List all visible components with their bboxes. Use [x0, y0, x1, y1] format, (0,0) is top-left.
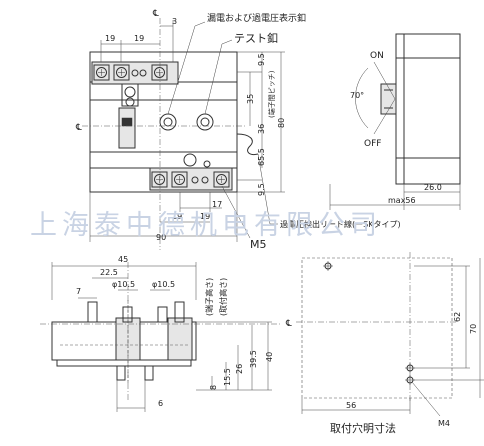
front-view-callouts: 漏電および過電圧表示釦 テスト釦 過電圧検出リード線(ーSKタイプ) M5 — [167, 12, 401, 251]
dim-bottom-22-5: 22.5 — [100, 268, 118, 277]
bottom-centerline-mark: ℄ — [285, 319, 292, 329]
dim-front-top-3: 3 — [172, 17, 177, 26]
dim-bottom-h-40: 40 — [265, 352, 274, 362]
dim-bottom-phi-b: φ10.5 — [152, 280, 175, 289]
mounting-outline — [301, 257, 453, 399]
dim-front-bottom-17: 17 — [212, 200, 222, 209]
lever-off-label: OFF — [364, 139, 381, 149]
label-mounting-height: (取付高さ) — [218, 278, 228, 316]
leak-indicator-button — [159, 113, 177, 131]
dim-front-top-19b: 19 — [134, 34, 144, 43]
dim-bottom-6: 6 — [158, 399, 163, 408]
dim-front-bottom-19b: 19 — [200, 212, 210, 221]
callout-m5: M5 — [250, 238, 267, 251]
bottom-terminal-right — [167, 317, 193, 361]
dim-front-top-19a: 19 — [105, 34, 115, 43]
front-view: ℄ ℄ — [75, 9, 259, 250]
bottom-view: ℄ 45 22.5 φ10.5 φ10.5 7 (端子高さ) (取付高さ) 40… — [40, 255, 292, 412]
dim-front-right-9-5: 9.5 — [257, 53, 266, 66]
mounting-hole-view: 62 70 56 M4 取付穴明寸法 — [296, 252, 484, 435]
front-body-outline — [89, 51, 238, 193]
label-terminal-height: (端子高さ) — [204, 278, 214, 316]
dim-bottom-h-15-5: 15.5 — [223, 368, 232, 386]
dim-front-right-9-5b: 9.5 — [257, 183, 266, 196]
dim-front-bottom-19a: 19 — [172, 212, 182, 221]
lever-on-label: ON — [370, 51, 384, 61]
dim-front-right-36: 36 — [257, 124, 266, 134]
dim-front-right-65-5: 65.5 — [257, 148, 266, 166]
dim-side-26: 26.0 — [424, 183, 442, 192]
side-lever — [380, 83, 397, 115]
callout-m4: M4 — [438, 419, 450, 428]
dim-front-right-80: 80 — [277, 118, 286, 128]
callout-lead-wire: 過電圧検出リード線(ーSKタイプ) — [280, 219, 401, 229]
front-view-dimensions: 19 19 3 9.5 35 36 80 65.5 (端子間ピッチ) 9.5 1… — [89, 17, 286, 242]
dim-bottom-phi-a: φ10.5 — [112, 280, 135, 289]
side-body-outline — [395, 33, 461, 185]
dim-bottom-h-26: 26 — [235, 364, 244, 374]
dim-bottom-h-39-5: 39.5 — [249, 350, 258, 368]
callout-leak-indicator: 漏電および過電圧表示釦 — [207, 12, 306, 24]
front-centerline-left-mark: ℄ — [75, 123, 82, 133]
test-button — [196, 113, 214, 131]
mounting-title: 取付穴明寸法 — [330, 421, 396, 435]
dim-side-max56: max56 — [388, 196, 416, 205]
dim-mount-70: 70 — [469, 324, 478, 334]
stud-left — [87, 301, 98, 323]
mount-leg-left — [116, 365, 126, 381]
dim-bottom-7: 7 — [76, 287, 81, 296]
lead-wire — [236, 133, 259, 155]
note-terminal-pitch: (端子間ピッチ) — [267, 70, 276, 118]
dim-mount-62: 62 — [453, 312, 462, 322]
front-centerline-top-mark: ℄ — [152, 9, 159, 19]
front-lever — [118, 107, 136, 149]
watermark-text: 上海泰中德机电有限公司 — [30, 210, 382, 241]
side-view: ON OFF 70° 26.0 max56 — [329, 33, 461, 210]
dim-front-right-35: 35 — [246, 94, 255, 104]
callout-test-button: テスト釦 — [234, 31, 278, 45]
lever-angle-label: 70° — [350, 91, 364, 100]
dim-bottom-45: 45 — [118, 255, 128, 264]
bottom-terminal-block — [149, 167, 233, 191]
dim-front-bottom-90: 90 — [156, 233, 166, 242]
dim-mount-56: 56 — [346, 401, 356, 410]
dim-bottom-h-8: 8 — [209, 385, 218, 390]
